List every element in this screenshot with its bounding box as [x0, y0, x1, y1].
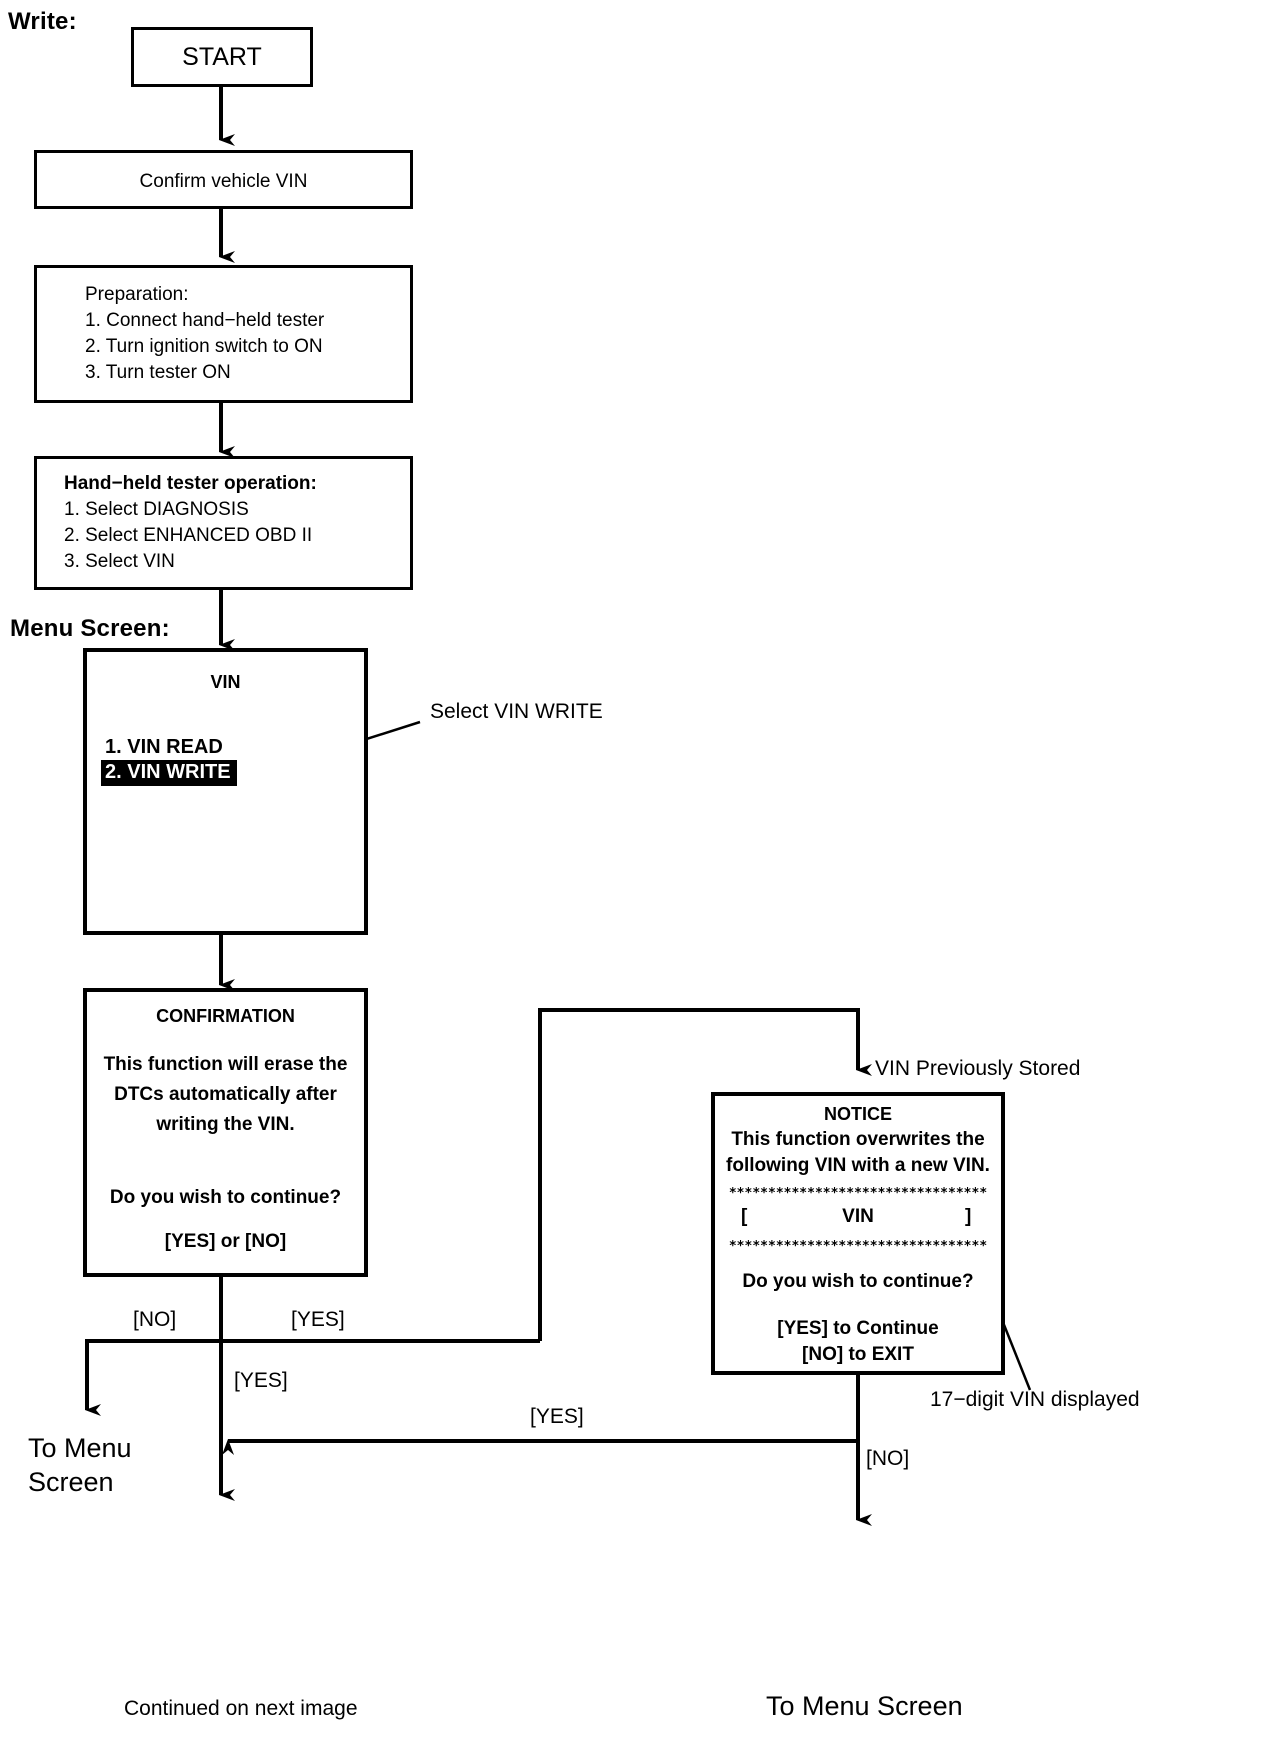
confirmation-line-2: DTCs automatically after — [114, 1084, 337, 1105]
notice-question: Do you wish to continue? — [742, 1271, 974, 1292]
tester-operation-heading: Hand−held tester operation: — [64, 473, 317, 494]
notice-vin-open-bracket: [ — [741, 1206, 748, 1227]
node-confirm-vin-label: Confirm vehicle VIN — [139, 171, 308, 192]
notice-vin-value: VIN — [842, 1206, 874, 1227]
notice-line-2: following VIN with a new VIN. — [726, 1155, 990, 1176]
confirmation-line-3: writing the VIN. — [156, 1114, 295, 1135]
vin-menu-title: VIN — [210, 672, 241, 692]
notice-answer-no: [NO] to EXIT — [802, 1344, 914, 1365]
confirmation-title: CONFIRMATION — [156, 1006, 295, 1026]
node-preparation: Preparation: 1. Connect hand−held tester… — [34, 265, 413, 403]
node-tester-operation: Hand−held tester operation: 1. Select DI… — [34, 456, 413, 590]
menu-item-vin-write[interactable]: 2. VIN WRITE — [101, 760, 237, 786]
edge-label-yes-right: [YES] — [291, 1308, 345, 1331]
edge-label-yes-return: [YES] — [530, 1405, 584, 1428]
edge-label-no-left: [NO] — [133, 1308, 177, 1331]
annotation-vin-previously-stored: VIN Previously Stored — [875, 1057, 1081, 1080]
node-start-label: START — [182, 43, 262, 71]
tester-operation-step-1: 1. Select DIAGNOSIS — [64, 499, 249, 520]
notice-title: NOTICE — [823, 1104, 892, 1124]
menu-item-vin-read[interactable]: 1. VIN READ — [105, 736, 223, 758]
screen-notice: NOTICE This function overwrites the foll… — [711, 1092, 1005, 1375]
tester-operation-step-2: 2. Select ENHANCED OBD II — [64, 525, 313, 546]
annotation-select-vin-write: Select VIN WRITE — [430, 700, 603, 723]
tester-operation-step-3: 3. Select VIN — [64, 551, 175, 572]
terminal-to-menu-screen-right: To Menu Screen — [766, 1691, 963, 1721]
confirmation-question: Do you wish to continue? — [109, 1187, 342, 1208]
edge-label-no-bottom-right: [NO] — [866, 1447, 910, 1470]
edge-label-yes-down: [YES] — [234, 1369, 288, 1392]
terminal-to-menu-screen-left-line1: To Menu — [28, 1433, 132, 1463]
terminal-to-menu-screen-left-line2: Screen — [28, 1467, 114, 1497]
preparation-step-2: 2. Turn ignition switch to ON — [85, 336, 323, 357]
notice-answer-yes: [YES] to Continue — [777, 1318, 939, 1339]
node-start: START — [131, 27, 313, 87]
annotation-17-digit-vin: 17−digit VIN displayed — [930, 1388, 1140, 1411]
confirmation-line-1: This function will erase the — [103, 1054, 348, 1075]
menu-screen-label: Menu Screen: — [10, 615, 170, 642]
screen-confirmation: CONFIRMATION This function will erase th… — [83, 988, 368, 1277]
confirmation-answers: [YES] or [NO] — [164, 1231, 287, 1252]
notice-separator-top: ********************************* — [728, 1186, 988, 1201]
preparation-heading: Preparation: — [85, 284, 189, 305]
notice-separator-bottom: ********************************* — [728, 1239, 988, 1254]
page-title: Write: — [8, 8, 77, 35]
node-confirm-vin: Confirm vehicle VIN — [34, 150, 413, 209]
screen-vin-menu: VIN 1. VIN READ 2. VIN WRITE — [83, 648, 368, 935]
preparation-step-3: 3. Turn tester ON — [85, 362, 231, 383]
preparation-step-1: 1. Connect hand−held tester — [85, 310, 325, 331]
terminal-continued: Continued on next image — [124, 1697, 358, 1720]
notice-vin-close-bracket: ] — [965, 1206, 972, 1227]
notice-line-1: This function overwrites the — [731, 1129, 985, 1150]
